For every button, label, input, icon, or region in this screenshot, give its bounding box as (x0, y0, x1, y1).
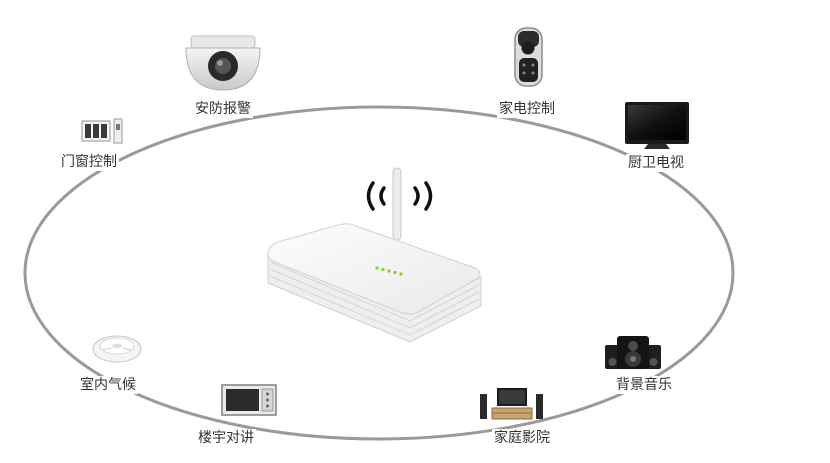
connection-ring (23, 105, 735, 441)
label-theater: 家庭影院 (492, 429, 552, 447)
label-security: 安防报警 (193, 100, 253, 118)
label-appliance: 家电控制 (497, 100, 557, 118)
switch-panel-icon (81, 118, 123, 144)
label-kitchen-tv: 厨卫电视 (626, 154, 686, 172)
remote-control-icon (514, 27, 543, 87)
dome-camera-icon (185, 35, 261, 91)
ceiling-sensor-icon (92, 335, 142, 363)
label-climate: 室内气候 (78, 376, 138, 394)
label-music: 背景音乐 (614, 376, 674, 394)
wireless-router-icon (267, 167, 482, 343)
intercom-panel-icon (221, 384, 277, 416)
label-door-window: 门窗控制 (59, 153, 119, 171)
home-theater-icon (480, 388, 543, 420)
tv-icon (625, 102, 689, 149)
speaker-system-icon (605, 336, 661, 369)
label-intercom: 楼宇对讲 (196, 429, 256, 447)
